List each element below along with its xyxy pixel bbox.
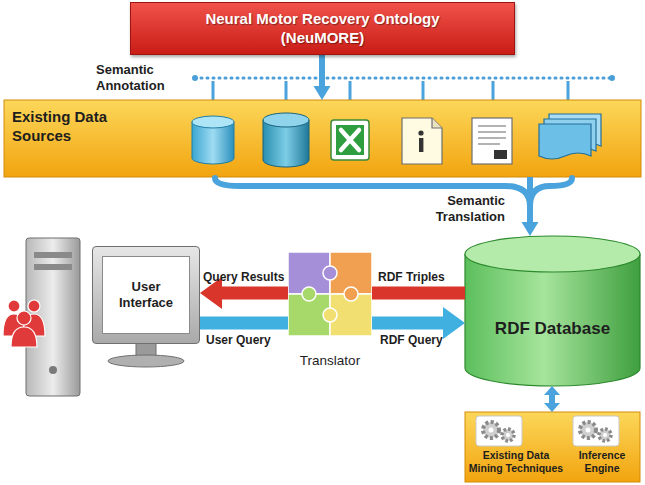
gear-icon	[502, 429, 514, 441]
annotation-dotted-line	[195, 77, 612, 80]
results-arrow	[222, 287, 288, 300]
info-document-icon	[432, 118, 442, 128]
edge-label: User Query	[206, 333, 271, 347]
user-interface-monitor: User Interface	[92, 246, 200, 344]
gear-icon	[586, 428, 591, 433]
translator-puzzle	[344, 287, 358, 301]
data-sources-band: Existing Data Sources	[4, 100, 641, 177]
text-document-icon	[494, 150, 507, 159]
data-sources-band	[4, 100, 641, 177]
results-arrow	[372, 287, 465, 300]
analysis-tools-panel: Existing Data Mining TechniquesInference…	[465, 412, 640, 482]
annotation-arrows	[285, 81, 288, 101]
tool-label: Inference Engine	[565, 449, 639, 474]
gear-icon	[506, 433, 510, 437]
gear-icon	[573, 416, 619, 446]
translator-puzzle	[288, 252, 372, 336]
ontology-title: Neural Motor Recovery Ontology (NeuMORE)	[198, 10, 448, 48]
gear-icon	[489, 428, 494, 433]
annotation-dotted-line	[192, 75, 615, 81]
translation-bracket	[530, 178, 572, 206]
gear-icon	[603, 433, 607, 437]
translator-puzzle	[323, 308, 337, 322]
users-icon	[3, 300, 45, 347]
band-heading: Existing Data Sources	[12, 108, 114, 146]
annotation-dotted-line	[192, 75, 198, 81]
annotation-arrow	[319, 55, 325, 86]
text-document-icon	[478, 126, 506, 144]
page-stack-icon	[539, 124, 591, 159]
edge-label: RDF Query	[380, 333, 443, 347]
translation-label: Semantic Translation	[413, 193, 505, 224]
spreadsheet-icon	[336, 125, 364, 155]
translation-arrow	[527, 177, 533, 222]
gear-icon	[476, 416, 522, 446]
spreadsheet-icon	[331, 120, 369, 160]
annotation-dotted-line	[609, 75, 615, 81]
spreadsheet-icon	[331, 120, 369, 160]
database-icon	[263, 113, 309, 167]
tool-label: Existing Data Mining Techniques	[467, 449, 565, 474]
translator-puzzle	[323, 266, 337, 280]
translation-bracket	[215, 178, 572, 206]
gear-icon	[483, 422, 499, 438]
ontology-box: Neural Motor Recovery Ontology (NeuMORE)	[130, 2, 515, 55]
translator-puzzle: Translator	[288, 248, 372, 368]
monitor-screen: User Interface	[102, 256, 190, 334]
monitor-stand	[108, 343, 184, 367]
rdf-database: RDF Database	[465, 236, 640, 386]
text-document-icon	[472, 118, 512, 164]
edge-label: RDF Triples	[378, 270, 445, 284]
query-arrow	[372, 317, 443, 330]
rdf-database-cylinder	[465, 236, 640, 272]
gear-icon	[599, 429, 611, 441]
gear-icon	[573, 416, 619, 446]
annotation-label: Semantic Annotation	[96, 62, 188, 93]
edge-label: Query Results	[203, 270, 284, 284]
users-icon	[17, 311, 31, 325]
info-document-icon	[418, 130, 423, 135]
computer-tower	[34, 264, 72, 270]
query-arrow	[200, 317, 288, 330]
database-icon	[263, 113, 309, 127]
spreadsheet-icon	[341, 130, 359, 150]
info-document-icon	[419, 138, 423, 152]
translator-puzzle	[302, 287, 316, 301]
database-icon	[192, 116, 234, 164]
monitor-stand	[108, 355, 184, 367]
info-document-icon	[402, 118, 442, 164]
rdf-database-cylinder	[465, 254, 640, 386]
rdf-database-cylinder	[465, 236, 640, 386]
screen-text: User Interface	[103, 279, 189, 310]
users-icon	[28, 300, 40, 312]
mining-panel	[465, 412, 640, 482]
text-document-icon	[472, 118, 512, 164]
database-icon	[192, 116, 234, 128]
computer-tower	[49, 366, 57, 374]
gear-icon	[476, 416, 522, 446]
database-label: RDF Database	[495, 319, 610, 339]
users-icon	[8, 300, 20, 312]
translator-caption: Translator	[278, 353, 382, 368]
gear-icon	[580, 422, 596, 438]
page-stack-icon	[539, 114, 601, 159]
computer-tower	[34, 252, 72, 258]
users-icon	[11, 327, 37, 347]
database-link-arrow	[549, 395, 555, 403]
info-document-icon	[402, 118, 442, 164]
